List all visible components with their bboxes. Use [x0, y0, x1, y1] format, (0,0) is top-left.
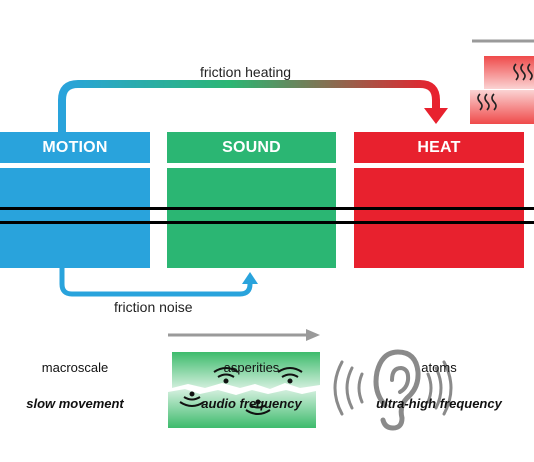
column-header-motion: MOTION [0, 132, 150, 163]
column-title: SOUND [222, 138, 281, 156]
divider-line-lower [0, 221, 534, 224]
divider-line-upper [0, 207, 534, 210]
column-row1: asperities [223, 360, 280, 375]
sound-block-upper [172, 352, 320, 389]
sound-waves-icon [179, 367, 303, 415]
column-box-heat: atoms ultra-high frequency [354, 168, 524, 411]
column-header-sound: SOUND [167, 132, 336, 163]
column-row1: macroscale [41, 360, 109, 375]
heat-block-illustration [470, 39, 534, 124]
column-title: HEAT [417, 138, 461, 156]
arrowhead-icon [424, 108, 448, 124]
column-row2: ultra-high frequency [376, 396, 502, 411]
column-box-motion: macroscale slow movement [0, 168, 150, 411]
column-title: MOTION [42, 138, 108, 156]
friction-noise-arrow [59, 268, 253, 297]
column-row2: audio frequency [201, 396, 302, 411]
heat-block-lower [470, 90, 534, 124]
sound-blocks-illustration [168, 352, 320, 428]
column-box-sound: asperities audio frequency [167, 168, 336, 411]
right-arrow-icon [306, 329, 320, 341]
column-row1: atoms [421, 360, 457, 375]
sound-block-lower [168, 389, 316, 428]
ear-icon [333, 349, 453, 431]
arrowhead-icon [242, 272, 258, 284]
column-row2: slow movement [26, 396, 124, 411]
friction-heating-arrow [58, 80, 440, 132]
heat-waves-icon [477, 63, 533, 111]
friction-heating-label: friction heating [200, 64, 292, 80]
friction-noise-label: friction noise [114, 299, 193, 315]
column-header-heat: HEAT [354, 132, 524, 163]
heat-block-upper [484, 56, 534, 89]
